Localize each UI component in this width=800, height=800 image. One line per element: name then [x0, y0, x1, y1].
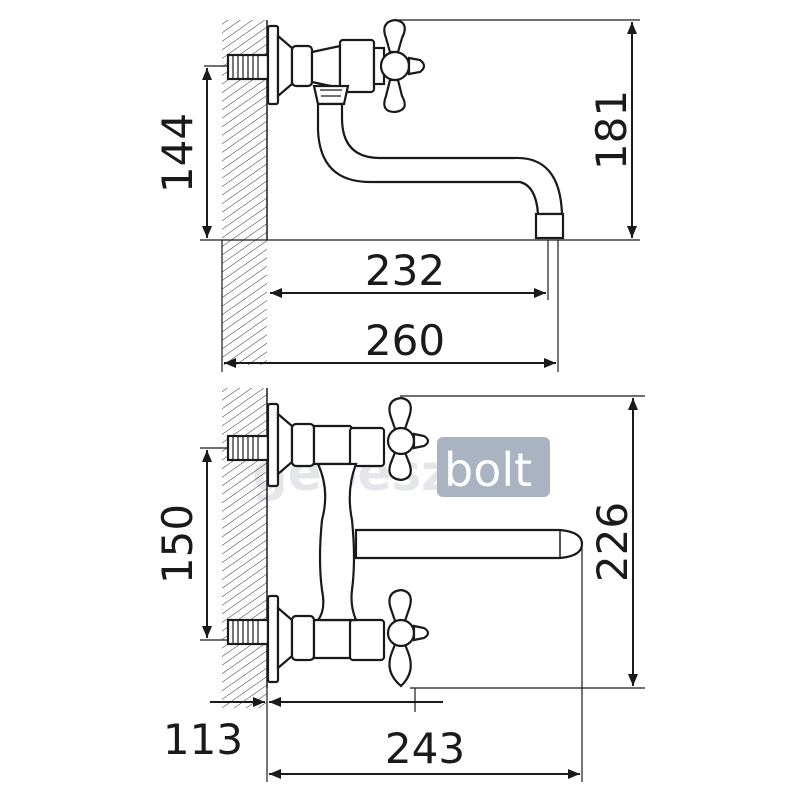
bottom-upper-bonnet	[348, 426, 386, 468]
top-nut	[290, 44, 314, 88]
bottom-column	[315, 462, 358, 622]
watermark-text-b: bolt	[444, 443, 532, 497]
bottom-spout	[354, 528, 584, 560]
top-spout	[316, 102, 564, 216]
bottom-upper-flange-nut	[276, 411, 294, 477]
top-swivel-joint	[312, 84, 350, 106]
top-aerator	[534, 212, 565, 240]
dim-226-label: 226	[588, 502, 637, 582]
bottom-upper-inlet-thread	[226, 434, 270, 462]
dim-181-label: 181	[587, 90, 636, 170]
top-valve-neck	[310, 44, 342, 90]
bottom-upper-flange	[266, 402, 280, 488]
bottom-lower-flange-nut	[276, 605, 294, 671]
watermark-box	[437, 437, 550, 497]
dim-150-label: 150	[153, 504, 202, 584]
top-inlet-thread	[226, 53, 270, 81]
bottom-upper-cross-handle-icon	[386, 396, 430, 482]
dim-260-label: 260	[365, 316, 445, 365]
bottom-view: 150 226 113 243	[153, 388, 645, 782]
bottom-lower-nut	[290, 614, 316, 662]
bottom-lower-cross-handle-icon	[386, 588, 430, 688]
top-view: 144 181 232 260	[153, 18, 640, 372]
top-flange	[266, 24, 280, 106]
bottom-lower-inlet-thread	[226, 618, 270, 646]
bottom-upper-nut	[290, 422, 316, 468]
bottom-lower-bonnet	[348, 618, 386, 662]
top-flange-nut	[276, 33, 294, 99]
dim-232-label: 232	[365, 246, 445, 295]
dim-243-label: 243	[385, 724, 465, 773]
dim-144-label: 144	[153, 113, 202, 193]
bottom-lower-flange	[266, 594, 280, 684]
top-cross-handle-icon	[379, 18, 426, 114]
top-valve-body	[338, 38, 376, 94]
dim-113-label: 113	[163, 715, 243, 764]
